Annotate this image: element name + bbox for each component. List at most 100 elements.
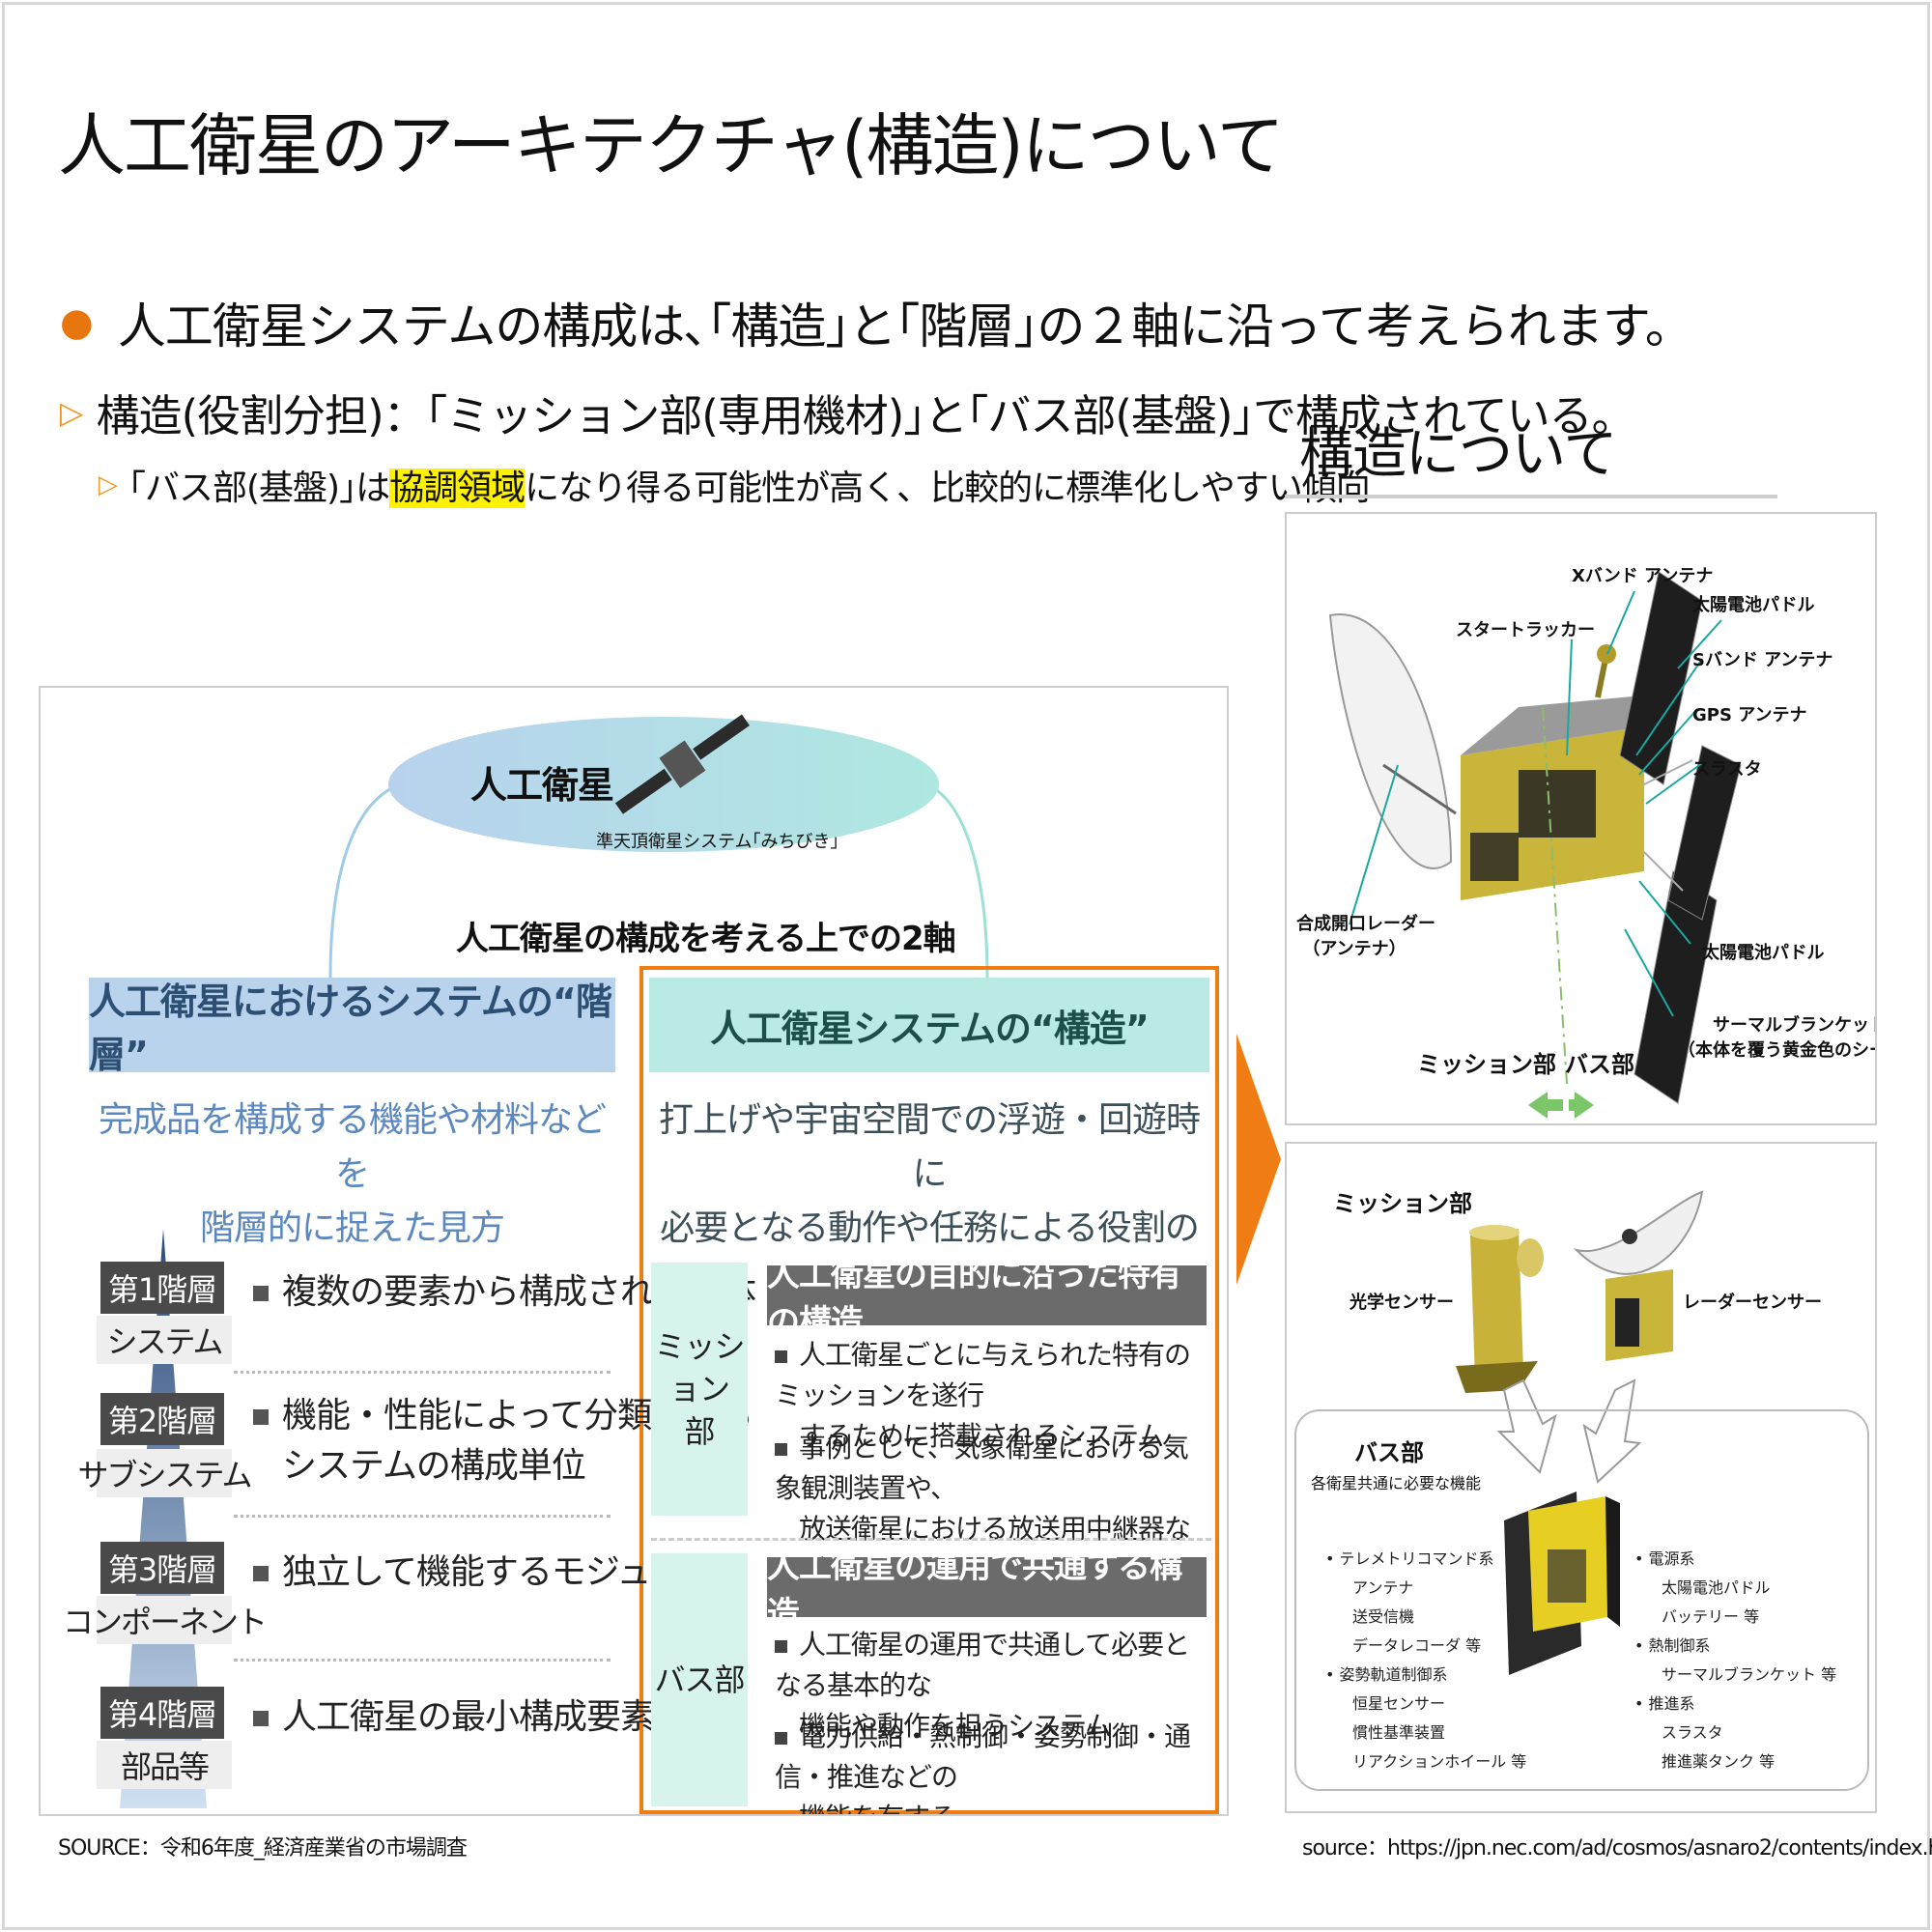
list-item: • 電源系 [1634, 1549, 1695, 1568]
list-item: • 推進系 [1634, 1694, 1695, 1713]
list-item: 恒星センサー [1352, 1694, 1446, 1713]
list-item: サーマルブランケット 等 [1662, 1665, 1837, 1684]
list-item-text: 熱制御系 [1648, 1636, 1711, 1655]
bullet-subsub-pre: ｢バス部(基盤)｣は [128, 469, 390, 508]
pyramid-shape [120, 1229, 207, 1808]
list-item-text: 姿勢軌道制御系 [1339, 1665, 1448, 1684]
level-3-desc: 独立して機能するモジュール [253, 1548, 719, 1598]
list-item: 推進薬タンク 等 [1662, 1752, 1776, 1771]
label-star-tracker: スタートラッカー [1456, 620, 1595, 640]
level-4-name: 部品等 [97, 1741, 232, 1789]
structure-highlight-box [639, 966, 1219, 1814]
square-bullet-icon [775, 1639, 787, 1653]
square-bullet-icon [775, 1731, 787, 1745]
satellite-caption: 準天頂衛星システム｢みちびき｣ [596, 832, 839, 852]
list-item: • 熱制御系 [1634, 1636, 1711, 1655]
bus-left-list: • テレメトリコマンド系 アンテナ 送受信機 データレコーダ 等 • 姿勢軌道制… [1325, 1545, 1526, 1776]
list-item: • テレメトリコマンド系 [1325, 1549, 1494, 1568]
triangle-bullet-icon: ▷ [99, 470, 118, 499]
level-3-tag: 第3階層 [100, 1542, 224, 1594]
structure-header: 人工衛星システムの“構造” [649, 978, 1209, 1072]
level-2-tag: 第2階層 [100, 1393, 224, 1445]
level-1-tag: 第1階層 [100, 1262, 224, 1314]
section-divider [651, 1538, 1211, 1541]
label-bus: バス部 [1354, 1439, 1424, 1466]
mission-side-label: ミッション部 [651, 1263, 748, 1516]
structure-title: 構造について [1299, 423, 1617, 486]
mission-bus-figure: ミッション部 光学センサー レーダーセンサー バス部 各衛星共通に必要な機能 •… [1285, 1142, 1877, 1813]
label-optical-sensor: 光学センサー [1350, 1293, 1454, 1313]
page-title: 人工衛星のアーキテクチャ(構造)について [58, 106, 1285, 185]
list-item: 慣性基準装置 [1352, 1723, 1446, 1742]
list-item: リアクションホイール 等 [1352, 1752, 1527, 1771]
bus-side-label: バス部 [651, 1553, 748, 1806]
bus-item-text: 機能や動作を担うシステム [799, 1710, 1112, 1742]
bus-item-1: 人工衛星の運用で共通して必要となる基本的な 機能や動作を担うシステム [775, 1625, 1209, 1747]
satellite-icon [614, 714, 750, 814]
label-x-band-antenna: Xバンド アンテナ [1572, 566, 1714, 586]
list-item: データレコーダ 等 [1352, 1636, 1482, 1655]
label-mission-part: ミッション部 [1417, 1051, 1556, 1078]
bus-item-text: 機能を有する [775, 1798, 1209, 1814]
square-bullet-icon [253, 1409, 269, 1425]
square-bullet-icon [253, 1711, 269, 1726]
level-4-desc-text: 人工衛星の最小構成要素 [282, 1697, 655, 1737]
bus-item-text: 電力供給・熱制御・姿勢制御・通信・推進などの [775, 1720, 1191, 1793]
highlighted-term: 協調領域 [389, 469, 526, 508]
mission-item-text: 人工衛星ごとに与えられた特有のミッションを遂行 [775, 1339, 1191, 1411]
mission-item-text: するために搭載されるシステム [799, 1420, 1164, 1452]
level-2-name: サブシステム [77, 1449, 253, 1497]
square-bullet-icon [253, 1566, 269, 1581]
sensor-illustration [1456, 1190, 1704, 1675]
bullet-subsub: ▷ ｢バス部(基盤)｣は協調領域になり得る可能性が高く、比較的に標準化しやすい傾… [99, 460, 1371, 510]
bus-item-2: 電力供給・熱制御・姿勢制御・通信・推進などの 機能を有する [775, 1717, 1209, 1814]
label-radar-sensor: レーダーセンサー [1683, 1293, 1822, 1313]
bullet-sub-text: 構造(役割分担)：｢ミッション部(専用機材)｣と｢バス部(基盤)｣で構成されてい… [96, 390, 1635, 441]
square-bullet-icon [253, 1286, 269, 1301]
source-right: source：https://jpn.nec.com/ad/cosmos/asn… [1302, 1836, 1932, 1861]
square-bullet-icon [775, 1442, 787, 1456]
source-left: SOURCE：令和6年度_経済産業省の市場調査 [58, 1836, 468, 1861]
mission-item-1: 人工衛星ごとに与えられた特有のミッションを遂行 するために搭載されるシステム [775, 1335, 1209, 1457]
satellite-structure-figure: Xバンド アンテナ スタートラッカー 太陽電池パドル Sバンド アンテナ GPS… [1285, 512, 1877, 1125]
axes-diagram: 人工衛星 準天頂衛星システム｢みちびき｣ 人工衛星の構成を考える上での2軸 人工… [39, 686, 1229, 1816]
list-item: 送受信機 [1352, 1607, 1415, 1626]
label-sar-antenna: 合成開口レーダー （アンテナ） [1296, 910, 1435, 960]
right-arrow-icon [1236, 1034, 1281, 1285]
mission-label-line: 部 [684, 1413, 715, 1450]
mission-heading: 人工衛星の目的に沿った特有の構造 [767, 1256, 1207, 1342]
label-sar-line: （アンテナ） [1302, 939, 1406, 959]
bus-item-text: 人工衛星の運用で共通して必要となる基本的な [775, 1629, 1190, 1701]
bullet-main: ● 人工衛星システムの構成は､｢構造｣と｢階層｣の２軸に沿って考えられます。 [60, 288, 1693, 357]
list-item-text: 電源系 [1648, 1549, 1695, 1568]
label-s-band-antenna: Sバンド アンテナ [1692, 650, 1833, 670]
hierarchy-header: 人工衛星におけるシステムの“階層” [89, 978, 615, 1076]
level-1-name: システム [97, 1316, 232, 1364]
bullet-dot-icon: ● [60, 300, 94, 345]
label-sar-line: 合成開口レーダー [1296, 914, 1435, 934]
label-mission: ミッション部 [1333, 1190, 1472, 1217]
label-thermal-line: サーマルブランケット [1713, 1015, 1877, 1036]
label-bus-part: バス部 [1565, 1051, 1634, 1078]
level-4-tag: 第4階層 [100, 1687, 224, 1739]
title-underline [1285, 495, 1777, 498]
triangle-bullet-icon: ▷ [60, 393, 84, 431]
label-bus-common: 各衛星共通に必要な機能 [1311, 1474, 1482, 1492]
list-item: スラスタ [1662, 1723, 1723, 1742]
label-solar-paddle-bottom: 太陽電池パドル [1702, 943, 1825, 963]
list-item: バッテリー 等 [1662, 1607, 1760, 1626]
level-4-desc: 人工衛星の最小構成要素 [253, 1692, 655, 1743]
hierarchy-desc-line: 階層的に捉えた見方 [199, 1208, 505, 1248]
level-2-desc-text: システムの構成単位 [282, 1446, 586, 1486]
bullet-subsub-text: ｢バス部(基盤)｣は協調領域になり得る可能性が高く、比較的に標準化しやすい傾向 [128, 460, 1371, 510]
bus-functions-box [1294, 1409, 1869, 1791]
divider [234, 1659, 611, 1662]
bus-heading: 人工衛星の運用で共通する構造 [767, 1548, 1207, 1634]
divider [234, 1371, 611, 1374]
bullet-main-text: 人工衛星システムの構成は､｢構造｣と｢階層｣の２軸に沿って考えられます。 [117, 298, 1693, 355]
satellite-illustration [1328, 571, 1742, 1119]
hierarchy-desc-line: 完成品を構成する機能や材料などを [98, 1100, 607, 1194]
list-item: アンテナ [1352, 1578, 1414, 1597]
level-3-desc-text: 独立して機能するモジュール [282, 1552, 719, 1592]
